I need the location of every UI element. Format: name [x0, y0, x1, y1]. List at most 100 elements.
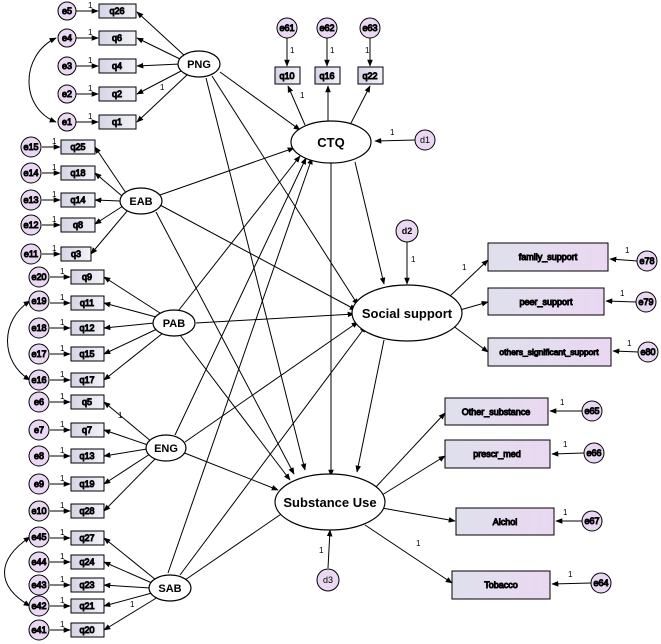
error-e12: e12 — [20, 214, 42, 236]
item-q23: q23 — [70, 577, 105, 593]
disturbance-d3: d3 — [316, 568, 340, 592]
svg-text:1: 1 — [563, 440, 568, 449]
item-q2: q2 — [98, 86, 137, 102]
path-png-social — [211, 75, 359, 306]
svg-text:q3: q3 — [71, 249, 81, 259]
svg-text:peer_support: peer_support — [519, 297, 573, 307]
svg-text:q17: q17 — [79, 375, 94, 385]
latent-social-support: Social support — [351, 284, 463, 342]
indicator-family-support: family_support — [487, 242, 609, 272]
svg-text:1: 1 — [60, 501, 65, 510]
path-sab-social — [179, 325, 367, 576]
svg-text:e41: e41 — [31, 625, 46, 635]
error-e79: e79 — [635, 291, 657, 313]
svg-text:PAB: PAB — [163, 318, 185, 330]
item-q18: q18 — [60, 165, 96, 181]
svg-text:1: 1 — [627, 339, 632, 348]
svg-text:1: 1 — [60, 370, 65, 379]
error-e19: e19 — [28, 290, 50, 312]
svg-text:q23: q23 — [79, 580, 94, 590]
error-e80: e80 — [637, 341, 659, 363]
svg-text:e42: e42 — [31, 601, 46, 611]
path-eng-ctq — [174, 157, 307, 436]
svg-text:e15: e15 — [23, 142, 38, 152]
svg-text:1: 1 — [60, 420, 65, 429]
latent-eab: EAB — [119, 187, 163, 215]
error-e18: e18 — [28, 317, 50, 339]
path-png-substance — [205, 77, 307, 471]
svg-text:e19: e19 — [31, 296, 46, 306]
item-q14: q14 — [60, 192, 96, 208]
error-e3: e3 — [57, 56, 77, 76]
svg-text:1: 1 — [568, 570, 573, 579]
svg-text:1: 1 — [300, 91, 305, 100]
error-e4: e4 — [57, 28, 77, 48]
fixed-weights: 1 1 1 1 1 1 1 1 1 1 1 1 1 1 1 1 1 1 1 1 … — [52, 1, 632, 629]
svg-text:q22: q22 — [362, 71, 377, 81]
latent-sab: SAB — [148, 574, 192, 602]
svg-text:e17: e17 — [31, 349, 46, 359]
path-eab-substance — [155, 211, 295, 475]
error-e43: e43 — [28, 574, 50, 596]
svg-text:e10: e10 — [31, 506, 46, 516]
item-q16: q16 — [314, 66, 341, 85]
item-q6: q6 — [98, 30, 137, 46]
path-sab-substance — [184, 507, 291, 581]
svg-text:1: 1 — [88, 112, 93, 121]
error-e66: e66 — [583, 442, 605, 464]
svg-text:q18: q18 — [70, 168, 85, 178]
cov-e19-e16 — [7, 300, 31, 381]
path-d1-ctq — [374, 138, 416, 144]
error-e41: e41 — [28, 619, 50, 641]
error-e14: e14 — [20, 162, 42, 184]
svg-text:1: 1 — [560, 398, 565, 407]
svg-text:e6: e6 — [34, 397, 44, 407]
error-e63: e63 — [359, 17, 381, 39]
svg-text:Other_substance: Other_substance — [462, 407, 531, 417]
svg-text:q1: q1 — [112, 117, 122, 127]
item-q25: q25 — [60, 139, 96, 155]
error-terms: e5 e4 e3 e2 e1 e15 e14 e13 e12 e11 e20 e… — [20, 1, 659, 641]
error-e44: e44 — [28, 551, 50, 573]
svg-text:1: 1 — [88, 56, 93, 65]
svg-text:PNG: PNG — [187, 59, 211, 71]
path-eab-social — [159, 204, 357, 311]
measurement-paths — [90, 11, 489, 631]
svg-text:1: 1 — [52, 137, 57, 146]
svg-text:others_significant_support: others_significant_support — [499, 347, 599, 357]
latent-ctq: CTQ — [290, 120, 372, 164]
item-q19: q19 — [70, 476, 105, 492]
svg-text:1: 1 — [60, 446, 65, 455]
error-e7: e7 — [28, 419, 50, 441]
svg-text:1: 1 — [60, 552, 65, 561]
svg-text:e8: e8 — [34, 451, 44, 461]
svg-text:1: 1 — [160, 83, 165, 92]
svg-text:1: 1 — [319, 546, 324, 555]
item-q11: q11 — [70, 295, 105, 311]
item-q26: q26 — [98, 3, 137, 19]
svg-text:e80: e80 — [640, 347, 655, 357]
path-eab-ctq — [159, 147, 295, 196]
outcome-indicators: family_support peer_support others_signi… — [444, 242, 612, 600]
svg-text:1: 1 — [52, 163, 57, 172]
svg-text:1: 1 — [416, 539, 421, 548]
svg-text:e2: e2 — [62, 89, 72, 99]
latent-pab: PAB — [152, 309, 196, 337]
item-q13: q13 — [70, 448, 105, 464]
svg-text:e13: e13 — [23, 195, 38, 205]
error-e65: e65 — [581, 400, 603, 422]
item-q4: q4 — [98, 58, 137, 74]
covariance-arcs — [4, 37, 57, 607]
path-social-substance — [355, 339, 385, 473]
svg-text:1: 1 — [88, 28, 93, 37]
svg-text:prescr_med: prescr_med — [473, 449, 521, 459]
svg-text:q20: q20 — [79, 625, 94, 635]
cov-e45-e42 — [4, 536, 31, 607]
error-e45: e45 — [28, 526, 50, 548]
error-e2: e2 — [57, 84, 77, 104]
svg-text:q24: q24 — [79, 557, 94, 567]
svg-text:1: 1 — [52, 215, 57, 224]
svg-text:e67: e67 — [584, 516, 599, 526]
item-q21: q21 — [70, 598, 105, 614]
